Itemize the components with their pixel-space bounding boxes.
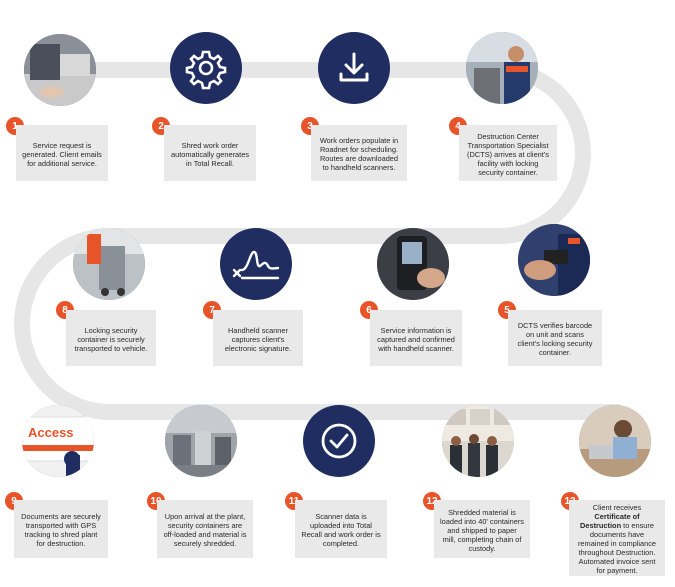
step-card: Upon arrival at the plant, security cont… [157, 500, 253, 558]
step-text: Shredded material is loaded into 40' con… [440, 507, 524, 553]
step-card: Client receives Certificate of Destructi… [569, 500, 665, 576]
step-text: Service information is captured and conf… [377, 325, 455, 353]
step-card: Handheld scanner captures client's elect… [213, 310, 303, 366]
gear-icon [170, 32, 242, 104]
step-text: Service request is generated. Client ema… [22, 140, 102, 168]
step-text: Locking security container is securely t… [74, 325, 148, 353]
step-text: Shred work order automatically generates… [170, 140, 250, 168]
person-at-laptop-photo [24, 34, 96, 106]
step-card: Service information is captured and conf… [370, 310, 462, 366]
step-text: DCTS verifies barcode on unit and scans … [517, 321, 593, 357]
step-text: Client receives Certificate of Destructi… [575, 503, 659, 575]
step-text: Upon arrival at the plant, security cont… [163, 512, 247, 548]
access-truck-photo: Access [22, 405, 94, 477]
step-text: Work orders populate in Roadnet for sche… [319, 136, 399, 172]
checkmark-icon [303, 405, 375, 477]
paper-bales-team-photo [442, 405, 514, 477]
step-text: Destruction Center Transportation Specia… [467, 131, 549, 177]
step-text: Documents are securely transported with … [21, 512, 101, 548]
step-card: Destruction Center Transportation Specia… [459, 125, 557, 181]
step-card: Scanner data is uploaded into Total Reca… [295, 500, 387, 558]
step-card: DCTS verifies barcode on unit and scans … [508, 310, 602, 366]
handheld-scanner-photo [377, 228, 449, 300]
container-dolly-photo [73, 228, 145, 300]
certificate-of-destruction-text: Certificate of Destruction [580, 512, 640, 530]
download-icon [318, 32, 390, 104]
step-text-part: Client receives [592, 503, 642, 512]
step-card: Locking security container is securely t… [66, 310, 156, 366]
step-text: Scanner data is uploaded into Total Reca… [301, 512, 381, 548]
woman-at-laptop-photo [579, 405, 651, 477]
truck-label: Access [28, 425, 74, 440]
step-text: Handheld scanner captures client's elect… [224, 325, 292, 353]
plant-offload-photo [165, 405, 237, 477]
step-card: Shredded material is loaded into 40' con… [434, 500, 530, 558]
scanning-barcode-photo [518, 224, 590, 296]
signature-icon [220, 228, 292, 300]
step-card: Shred work order automatically generates… [164, 125, 256, 181]
step-text-part: to ensure documents have remained in com… [577, 521, 657, 575]
step-card: Documents are securely transported with … [14, 500, 108, 558]
step-card: Work orders populate in Roadnet for sche… [311, 125, 407, 181]
step-card: Service request is generated. Client ema… [16, 125, 108, 181]
driver-with-container-photo [466, 32, 538, 104]
